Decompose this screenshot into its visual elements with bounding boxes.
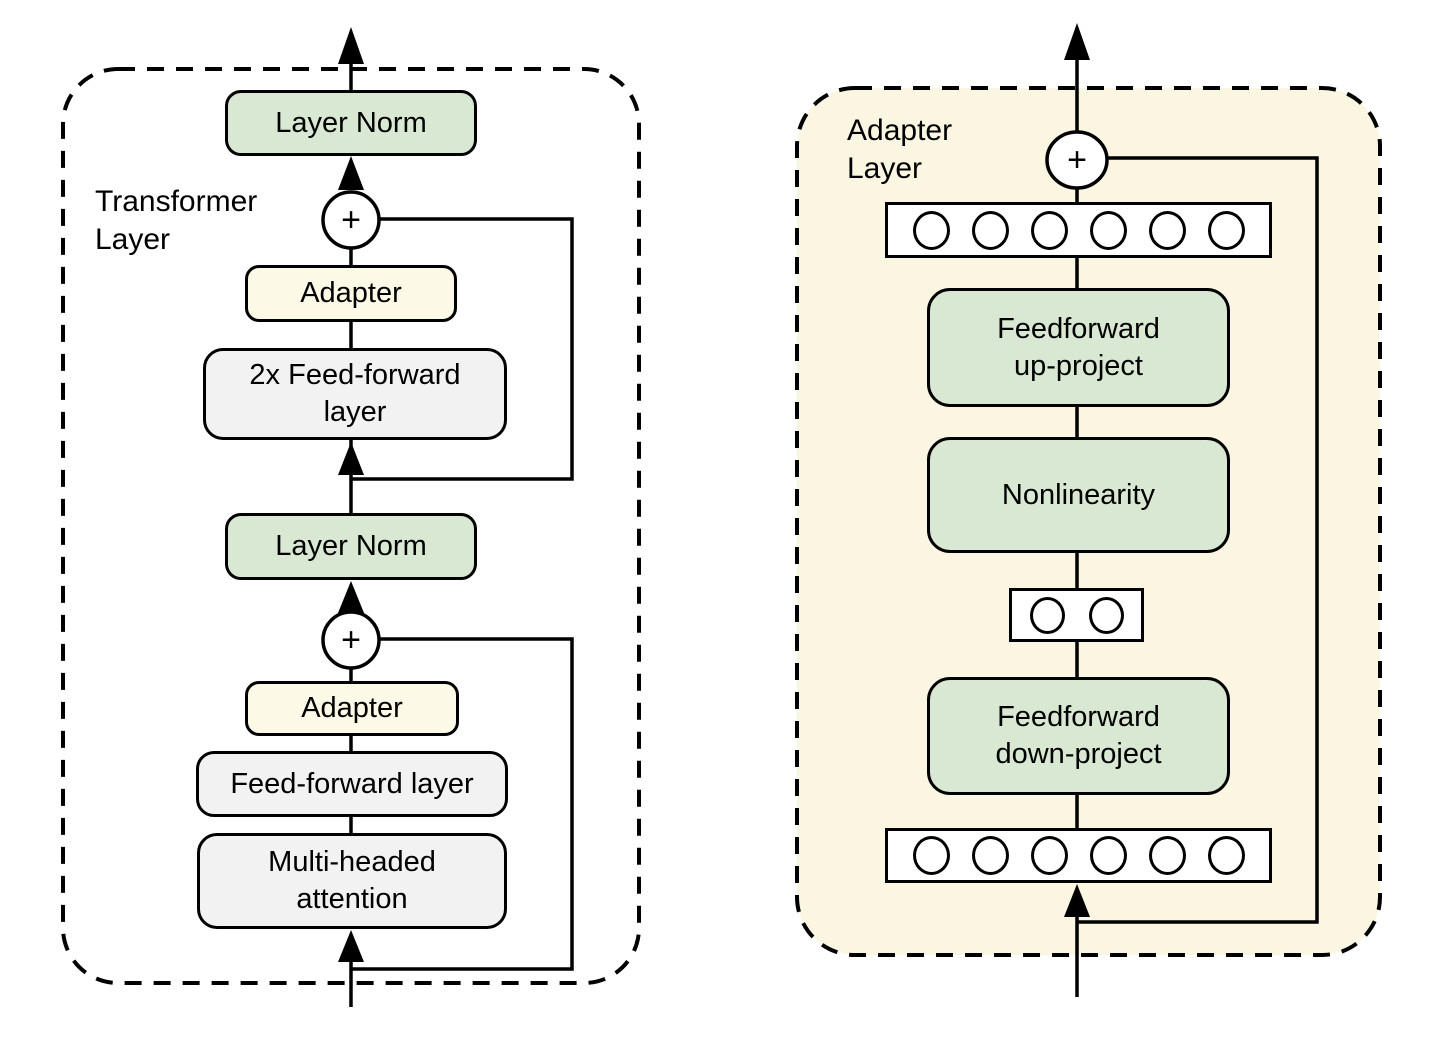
sum-circle-bottom [321, 610, 381, 670]
feature-row-top [885, 202, 1272, 258]
adapter-plus-sign: + [1067, 141, 1087, 179]
arrowhead-icon [338, 581, 364, 613]
layer-norm-top-box: Layer Norm [225, 90, 477, 156]
plus-sign-top: + [341, 201, 361, 239]
feature-circle [1030, 210, 1068, 250]
multi-headed-attention-box: Multi-headed attention [197, 833, 507, 929]
plus-sign-bottom: + [341, 621, 361, 659]
adapter-bottom-box: Adapter [245, 681, 459, 736]
adapter-sum-circle [1045, 130, 1109, 190]
sum-circle-top [321, 190, 381, 250]
transformer-layer-label: Transformer Layer [95, 185, 258, 256]
feature-circle [912, 836, 950, 875]
feedforward-up-project-box: Feedforward up-project [927, 288, 1230, 407]
feature-circle [1030, 836, 1068, 875]
feature-circle [1089, 210, 1127, 250]
feature-circle [912, 210, 950, 250]
adapter-skip-connection [1077, 156, 1319, 924]
feedforward-layer-box: Feed-forward layer [196, 751, 508, 817]
feedforward-down-project-box: Feedforward down-project [927, 677, 1230, 795]
left-output-arrowhead-icon [338, 27, 364, 64]
right-output-arrowhead-icon [1064, 23, 1090, 60]
arrowhead-icon [338, 442, 364, 475]
feature-circle [1207, 210, 1245, 250]
right-input-arrowhead-icon [1064, 884, 1090, 917]
feature-circle [971, 836, 1009, 875]
left-input-arrowhead-icon [338, 930, 364, 962]
nonlinearity-box: Nonlinearity [927, 437, 1230, 553]
feature-circle [1088, 596, 1124, 634]
adapter-layer-label: Adapter Layer [847, 114, 953, 185]
adapter-top-box: Adapter [245, 265, 457, 322]
feature-row-bottom [885, 828, 1272, 883]
feature-circle [971, 210, 1009, 250]
feature-circle [1148, 836, 1186, 875]
feature-circle [1148, 210, 1186, 250]
bottleneck-feature-row [1009, 588, 1144, 642]
skip-connection-top [351, 217, 574, 481]
feature-circle [1089, 836, 1127, 875]
feature-circle [1029, 596, 1065, 634]
feature-circle [1207, 836, 1245, 875]
arrowhead-icon [338, 156, 364, 190]
skip-connection-bottom [351, 637, 574, 971]
layer-norm-bottom-box: Layer Norm [225, 513, 477, 580]
feedforward-2x-box: 2x Feed-forward layer [203, 348, 507, 440]
